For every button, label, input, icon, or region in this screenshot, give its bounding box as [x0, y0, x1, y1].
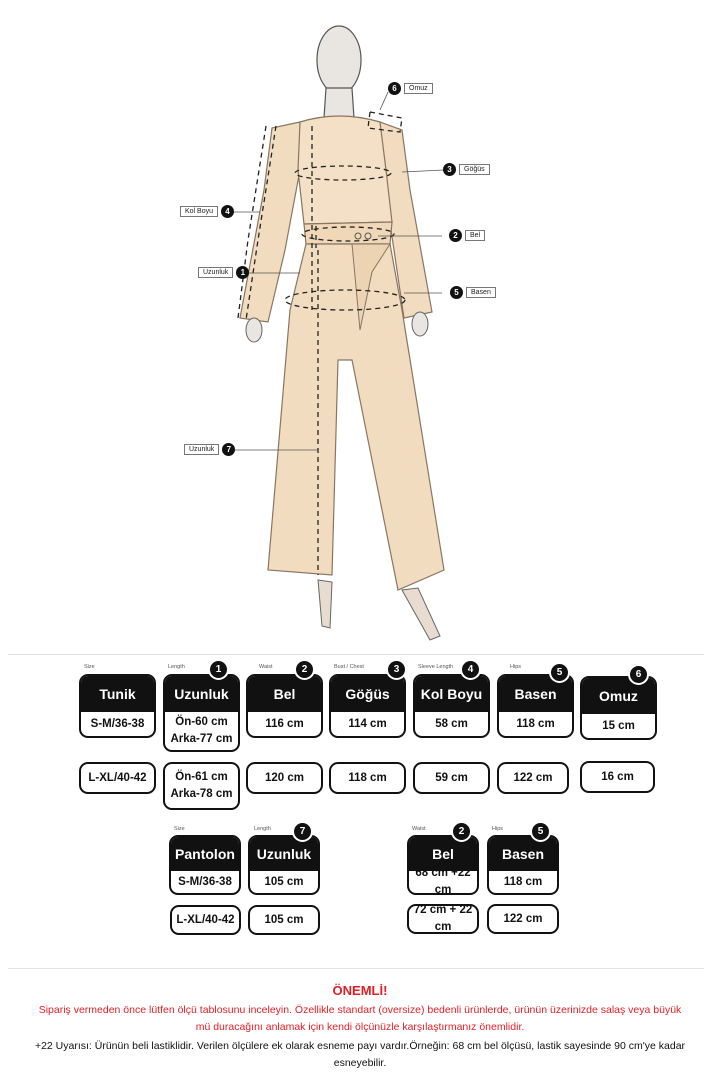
gogus-sm-value: 114 cm — [348, 717, 387, 730]
basen-sm-value: 118 cm — [516, 717, 555, 730]
elastic-bel-sm-value: 68 cm +22 cm — [415, 867, 471, 895]
bel-number-badge: 2 — [294, 659, 315, 680]
kol-boyu-header-cell: Kol Boyu 58 cm — [413, 674, 490, 738]
bel-header-cell: Bel 116 cm — [246, 674, 323, 738]
gogus-header: Göğüs — [331, 676, 404, 712]
sleeve-sublabel: Sleeve Length — [418, 664, 454, 670]
pantolon-uzunluk-number-badge: 7 — [292, 821, 313, 842]
hips-sublabel: Hips — [510, 664, 522, 670]
label-uzunluk-tunik: Uzunluk 1 — [198, 266, 250, 279]
pantolon-size-sublabel: Size — [174, 826, 185, 832]
kol-boyu-label-text: Kol Boyu — [180, 206, 219, 217]
omuz-sm-value: 15 cm — [602, 719, 635, 732]
size-sublabel: Size — [84, 664, 95, 670]
pantolon-length-sublabel: Length — [254, 826, 271, 832]
uzunluk-pantolon-label-text: Uzunluk — [184, 444, 220, 455]
gogus-number-badge: 3 — [386, 659, 407, 680]
label-bel: 2 Bel — [449, 229, 486, 242]
kol-boyu-sm-value: 58 cm — [435, 717, 468, 730]
pantolon-uzunluk-lxl-value: 105 cm — [248, 905, 320, 935]
kol-boyu-number-badge: 4 — [221, 205, 235, 218]
tunik-header: Tunik — [81, 676, 154, 712]
pantolon-header: Pantolon — [171, 837, 239, 871]
tunik-size-lxl: L-XL/40-42 — [79, 762, 156, 794]
kol-boyu-number-badge: 4 — [460, 659, 481, 680]
basen-number-badge: 5 — [450, 286, 463, 299]
omuz-lxl-value: 16 cm — [580, 761, 655, 793]
basen-header-cell: Basen 118 cm — [497, 674, 574, 738]
pantolon-size-lxl: L-XL/40-42 — [170, 905, 241, 935]
section-divider — [8, 654, 704, 655]
gogus-label-text: Göğüs — [459, 164, 490, 175]
label-omuz: 6 Omuz — [388, 82, 433, 95]
basen-lxl-value: 122 cm — [497, 762, 569, 794]
pantolon-size-sm: S-M/36-38 — [178, 875, 232, 888]
pantolon-uzunluk-sm-value: 105 cm — [264, 875, 304, 888]
label-basen: 5 Basen — [450, 286, 496, 299]
waist-sublabel: Waist — [259, 664, 273, 670]
pantolon-header-cell: Pantolon S-M/36-38 — [169, 835, 241, 895]
uzunluk-tunik-number-badge: 1 — [236, 266, 250, 279]
tunik-size-sm: S-M/36-38 — [90, 717, 145, 730]
label-gogus: 3 Göğüs — [443, 163, 490, 176]
elastic-bel-header: Bel — [409, 837, 477, 871]
omuz-header: Omuz — [582, 678, 655, 714]
pantolon-uzunluk-header: Uzunluk — [250, 837, 318, 871]
gogus-header-cell: Göğüs 114 cm — [329, 674, 406, 738]
omuz-header-cell: Omuz 15 cm — [580, 676, 657, 740]
omuz-number-badge: 6 — [388, 82, 401, 95]
label-uzunluk-pantolon: Uzunluk 7 — [184, 443, 236, 456]
bel-sm-value: 116 cm — [265, 717, 304, 730]
omuz-number-badge: 6 — [628, 664, 649, 685]
elastic-bel-number-badge: 2 — [451, 821, 472, 842]
uzunluk-header: Uzunluk — [165, 676, 238, 712]
pantolon-uzunluk-header-cell: Uzunluk 105 cm — [248, 835, 320, 895]
outfit-illustration: 6 Omuz 3 Göğüs Kol Boyu 4 2 Bel Uzunluk … — [180, 25, 496, 641]
elastic-waist-sublabel: Waist — [412, 826, 426, 832]
bust-sublabel: Bust / Chest — [334, 664, 364, 670]
gogus-lxl-value: 118 cm — [329, 762, 406, 794]
notice-red-text: Sipariş vermeden önce lütfen ölçü tablos… — [38, 1004, 682, 1033]
elastic-bel-lxl-value: 72 cm + 22 cm — [407, 904, 479, 934]
notice-divider — [8, 968, 704, 969]
elastic-basen-header-cell: Basen 118 cm — [487, 835, 559, 895]
notice-title: ÖNEMLİ! — [332, 983, 388, 998]
bel-number-badge: 2 — [449, 229, 462, 242]
elastic-hips-sublabel: Hips — [492, 826, 504, 832]
elastic-basen-number-badge: 5 — [530, 821, 551, 842]
bel-label-text: Bel — [465, 230, 486, 241]
kol-boyu-header: Kol Boyu — [415, 676, 488, 712]
omuz-label-text: Omuz — [404, 83, 433, 94]
elastic-basen-lxl-value: 122 cm — [487, 904, 559, 934]
elastic-basen-header: Basen — [489, 837, 557, 871]
gogus-number-badge: 3 — [443, 163, 456, 176]
uzunluk-number-badge: 1 — [208, 659, 229, 680]
uzunluk-tunik-label-text: Uzunluk — [198, 267, 234, 278]
elastic-basen-sm-value: 118 cm — [503, 875, 543, 888]
tunik-header-cell: Tunik S-M/36-38 — [79, 674, 156, 738]
outfit-figure-drawing — [222, 25, 445, 641]
basen-number-badge: 5 — [549, 662, 570, 683]
elastic-bel-header-cell: Bel 68 cm +22 cm — [407, 835, 479, 895]
uzunluk-pantolon-number-badge: 7 — [222, 443, 236, 456]
length-sublabel: Length — [168, 664, 185, 670]
basen-label-text: Basen — [466, 287, 496, 298]
bel-lxl-value: 120 cm — [246, 762, 323, 794]
notice-black-text: +22 Uyarısı: Ürünün beli lastiklidir. Ve… — [34, 1040, 686, 1069]
label-kol-boyu: Kol Boyu 4 — [180, 205, 235, 218]
bel-header: Bel — [248, 676, 321, 712]
kol-boyu-lxl-value: 59 cm — [413, 762, 490, 794]
